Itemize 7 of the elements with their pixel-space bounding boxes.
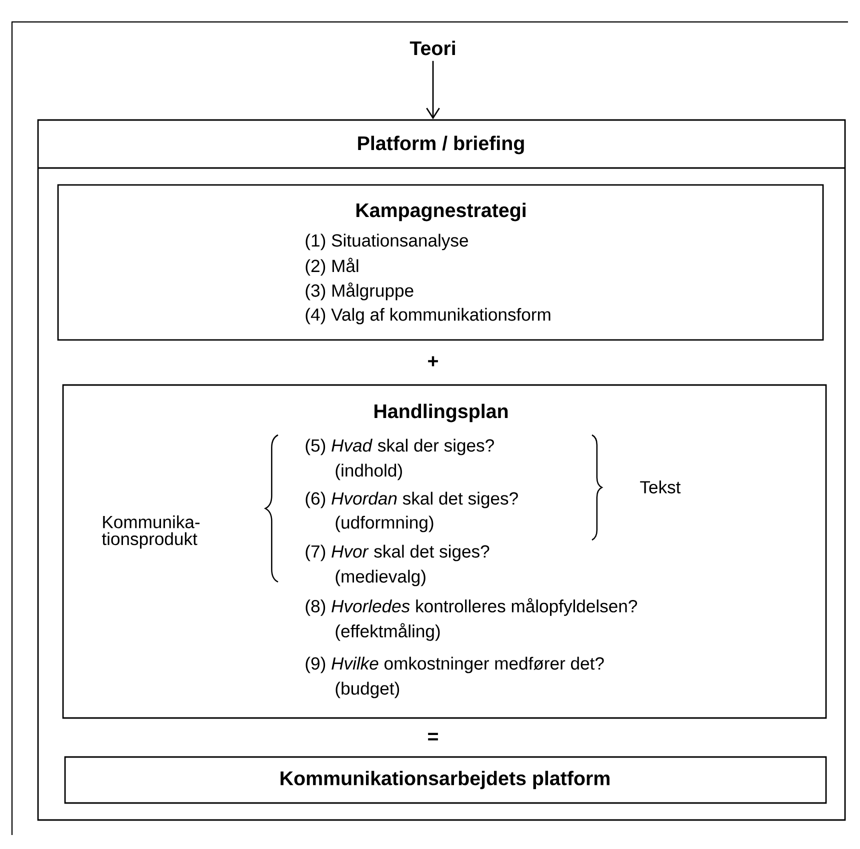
action-plan-box: Handlingsplan (5) Hvad skal der siges? (indhold) (6) Hvordan skal det siges? (udformning) (7) Hvor skal det siges? (medievalg) (8) Hvorledes kontrolleres målopfyldelsen? (effektmåling) (9) Hvilke omkostninger medfører det? (budget) Kommunika-tionsprodukt Tekst — [62, 384, 827, 719]
equals-sign: = — [428, 732, 438, 740]
result-box: Kommunikationsarbejdets platform — [64, 756, 827, 804]
heading-text: Teori — [410, 40, 455, 56]
strategy-box: Kampagnestrategi (1) Situationsanalyse (2) Mål (3) Målgruppe (4) Valg af kommunikationsform — [57, 184, 824, 341]
plus-sign: + — [428, 356, 438, 366]
arrow — [426, 60, 440, 120]
